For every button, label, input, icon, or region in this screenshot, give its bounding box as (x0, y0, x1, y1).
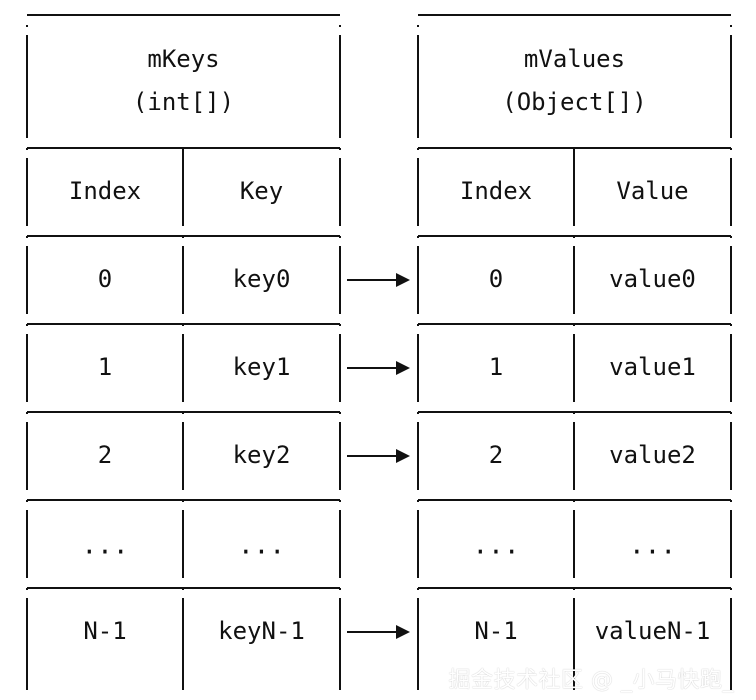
values-table-subtitle: (Object[]) (502, 88, 647, 116)
values-table-cell-value-1: value1 (609, 353, 696, 381)
values-table-cell-index-0: 0 (489, 265, 503, 293)
values-table-cell-value-0: value0 (609, 265, 696, 293)
arrow-head-0 (396, 273, 410, 287)
keys-table-cell-index-1: 1 (98, 353, 112, 381)
keys-table-cell-value-4: keyN-1 (218, 617, 305, 645)
values-table-cell-index-4: N-1 (474, 617, 517, 645)
arrow-head-2 (396, 449, 410, 463)
values-table-cell-value-3: ... (629, 531, 676, 561)
arrow-head-4 (396, 625, 410, 639)
values-table-cell-index-2: 2 (489, 441, 503, 469)
values-table-cell-index-3: ... (473, 531, 520, 561)
values-table-header-index: Index (460, 177, 532, 205)
keys-table-cell-value-1: key1 (233, 353, 291, 381)
keys-table-cell-index-2: 2 (98, 441, 112, 469)
keys-table-cell-index-0: 0 (98, 265, 112, 293)
keys-table-subtitle: (int[]) (133, 88, 234, 116)
keys-table-cell-value-0: key0 (233, 265, 291, 293)
values-table-cell-value-4: valueN-1 (595, 617, 711, 645)
arrow-head-1 (396, 361, 410, 375)
values-table-header-value: Value (616, 177, 688, 205)
keys-table-cell-index-4: N-1 (83, 617, 126, 645)
values-table-title: mValues (524, 45, 625, 73)
keys-table-cell-value-2: key2 (233, 441, 291, 469)
keys-table-cell-index-3: ... (82, 531, 129, 561)
keys-table-header-key: Key (240, 177, 283, 205)
watermark-text: 掘金技术社区 @ _小马快跑_ (448, 668, 734, 693)
values-table-cell-index-1: 1 (489, 353, 503, 381)
keys-table-header-index: Index (69, 177, 141, 205)
keys-table-cell-value-3: ... (238, 531, 285, 561)
values-table-cell-value-2: value2 (609, 441, 696, 469)
keys-table-title: mKeys (147, 45, 219, 73)
